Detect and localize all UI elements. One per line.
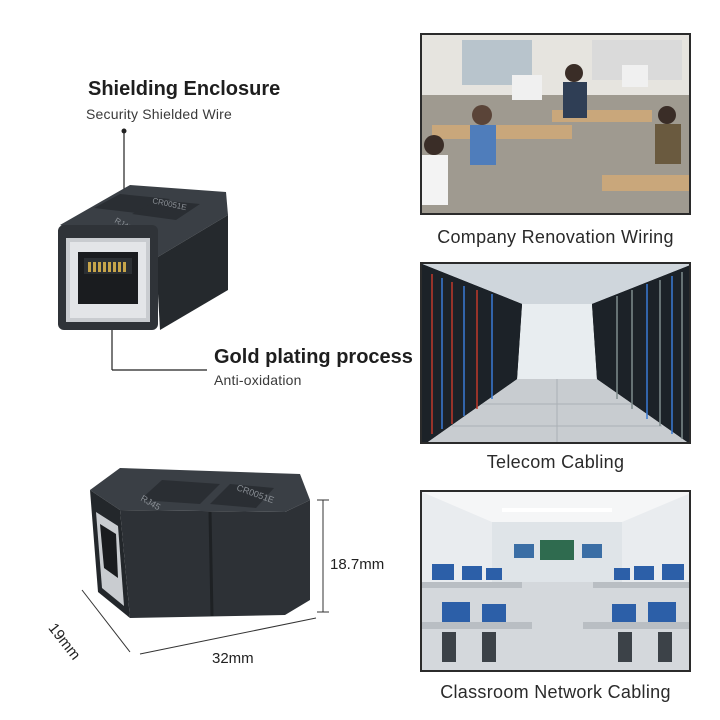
dimension-lines [81, 499, 329, 655]
photo-office [420, 33, 691, 215]
dim-height-label: 18.7mm [330, 556, 385, 573]
feature-title-gold: Gold plating process [214, 346, 413, 368]
caption-telecom: Telecom Cabling [486, 452, 625, 472]
photo-server-room [420, 262, 691, 444]
caption-classroom: Classroom Network Cabling [440, 682, 671, 702]
caption-office: Company Renovation Wiring [437, 227, 674, 247]
photo-classroom [420, 490, 691, 672]
connector-front-image: CR0051E RJ45 [58, 185, 228, 330]
feature-title-shielding: Shielding Enclosure [88, 78, 281, 100]
dim-width-label: 32mm [212, 650, 254, 667]
feature-subtitle-gold: Anti-oxidation [214, 372, 302, 388]
feature-subtitle-shielding: Security Shielded Wire [86, 106, 233, 122]
connector-dimension-image: CR0051E RJ45 [90, 468, 310, 618]
